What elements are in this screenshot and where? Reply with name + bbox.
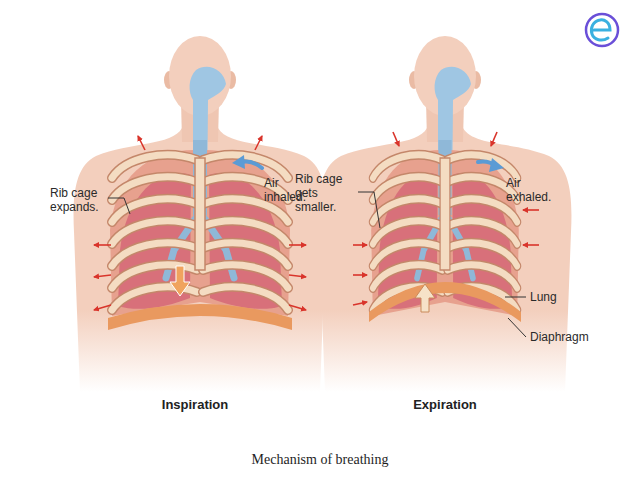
rib-cage xyxy=(110,140,290,316)
part-label: Lung xyxy=(530,290,557,304)
logo-mark xyxy=(586,14,618,46)
part-label: Rib cage expands. xyxy=(50,186,106,214)
part-label: Rib cage gets smaller. xyxy=(295,172,353,214)
body-silhouette xyxy=(74,36,327,392)
diaphragm xyxy=(108,304,292,330)
contraction-arrows xyxy=(353,132,539,305)
figure-caption: Mechanism of breathing xyxy=(252,452,389,468)
panel-title: Inspiration xyxy=(162,398,228,412)
up-arrow xyxy=(415,284,435,312)
part-label: Diaphragm xyxy=(530,330,589,344)
inspiration-figure xyxy=(74,36,327,392)
expansion-arrows xyxy=(94,136,306,310)
diaphragm xyxy=(369,282,521,322)
part-label: Air exhaled. xyxy=(506,176,558,204)
airflow-arrows xyxy=(232,155,504,172)
panel-title: Expiration xyxy=(413,398,477,412)
down-arrow xyxy=(170,266,190,296)
